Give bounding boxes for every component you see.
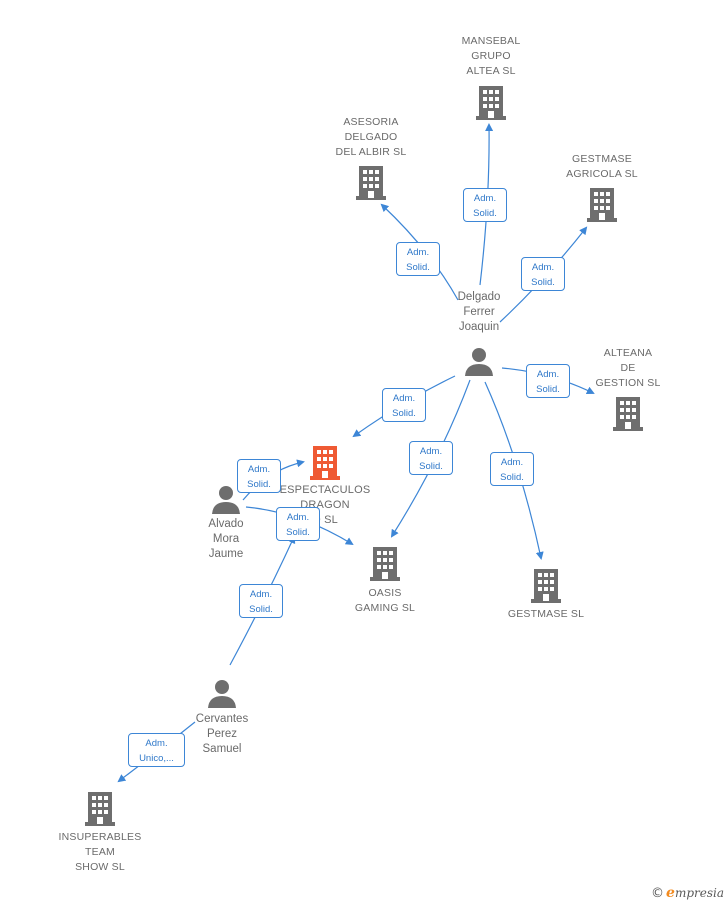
- node-label: Delgado Ferrer Joaquin: [457, 291, 501, 333]
- edge-label-delgado-gestmase[interactable]: Adm. Solid.: [490, 452, 534, 486]
- edge-label-alvado-oasis[interactable]: Adm. Solid.: [276, 507, 320, 541]
- edge-label-delgado-alteana[interactable]: Adm. Solid.: [526, 364, 570, 398]
- node-label: Cervantes Perez Samuel: [195, 713, 249, 755]
- person-icon: [212, 486, 240, 514]
- person-icon: [208, 680, 236, 708]
- edge-label-delgado-gestmase-agricola[interactable]: Adm. Solid.: [521, 257, 565, 291]
- copyright-icon: ©: [651, 886, 665, 901]
- edge-label-delgado-asesoria[interactable]: Adm. Solid.: [396, 242, 440, 276]
- building-icon: [531, 569, 561, 603]
- brand-text: mpresia: [674, 886, 724, 900]
- edge-label-delgado-mansebal[interactable]: Adm. Solid.: [463, 188, 507, 222]
- node-label: GESTMASE AGRICOLA SL: [566, 153, 638, 180]
- building-icon: [476, 86, 506, 120]
- node-label: ALTEANA DE GESTION SL: [595, 347, 661, 389]
- node-label: GESTMASE SL: [507, 608, 585, 620]
- edge-label-delgado-espectaculos[interactable]: Adm. Solid.: [382, 388, 426, 422]
- building-icon-highlight: [310, 446, 340, 480]
- building-icon: [613, 397, 643, 431]
- building-icon: [356, 166, 386, 200]
- node-label: Alvado Mora Jaume: [208, 518, 244, 560]
- edge-label-cervantes-espectaculos[interactable]: Adm. Solid.: [239, 584, 283, 618]
- node-label: INSUPERABLES TEAM SHOW SL: [58, 831, 142, 873]
- edge-label-cervantes-insuperables[interactable]: Adm. Unico,...: [128, 733, 185, 767]
- node-label: ASESORIA DELGADO DEL ALBIR SL: [335, 116, 407, 158]
- brand-logo: ©empresia: [651, 885, 724, 901]
- node-label: MANSEBAL GRUPO ALTEA SL: [461, 35, 521, 77]
- brand-initial: e: [666, 885, 675, 901]
- edge-label-delgado-oasis[interactable]: Adm. Solid.: [409, 441, 453, 475]
- building-icon: [370, 547, 400, 581]
- edge-label-alvado-espectaculos[interactable]: Adm. Solid.: [237, 459, 281, 493]
- building-icon: [587, 188, 617, 222]
- node-label: OASIS GAMING SL: [354, 587, 416, 614]
- person-icon: [465, 348, 493, 376]
- building-icon: [85, 792, 115, 826]
